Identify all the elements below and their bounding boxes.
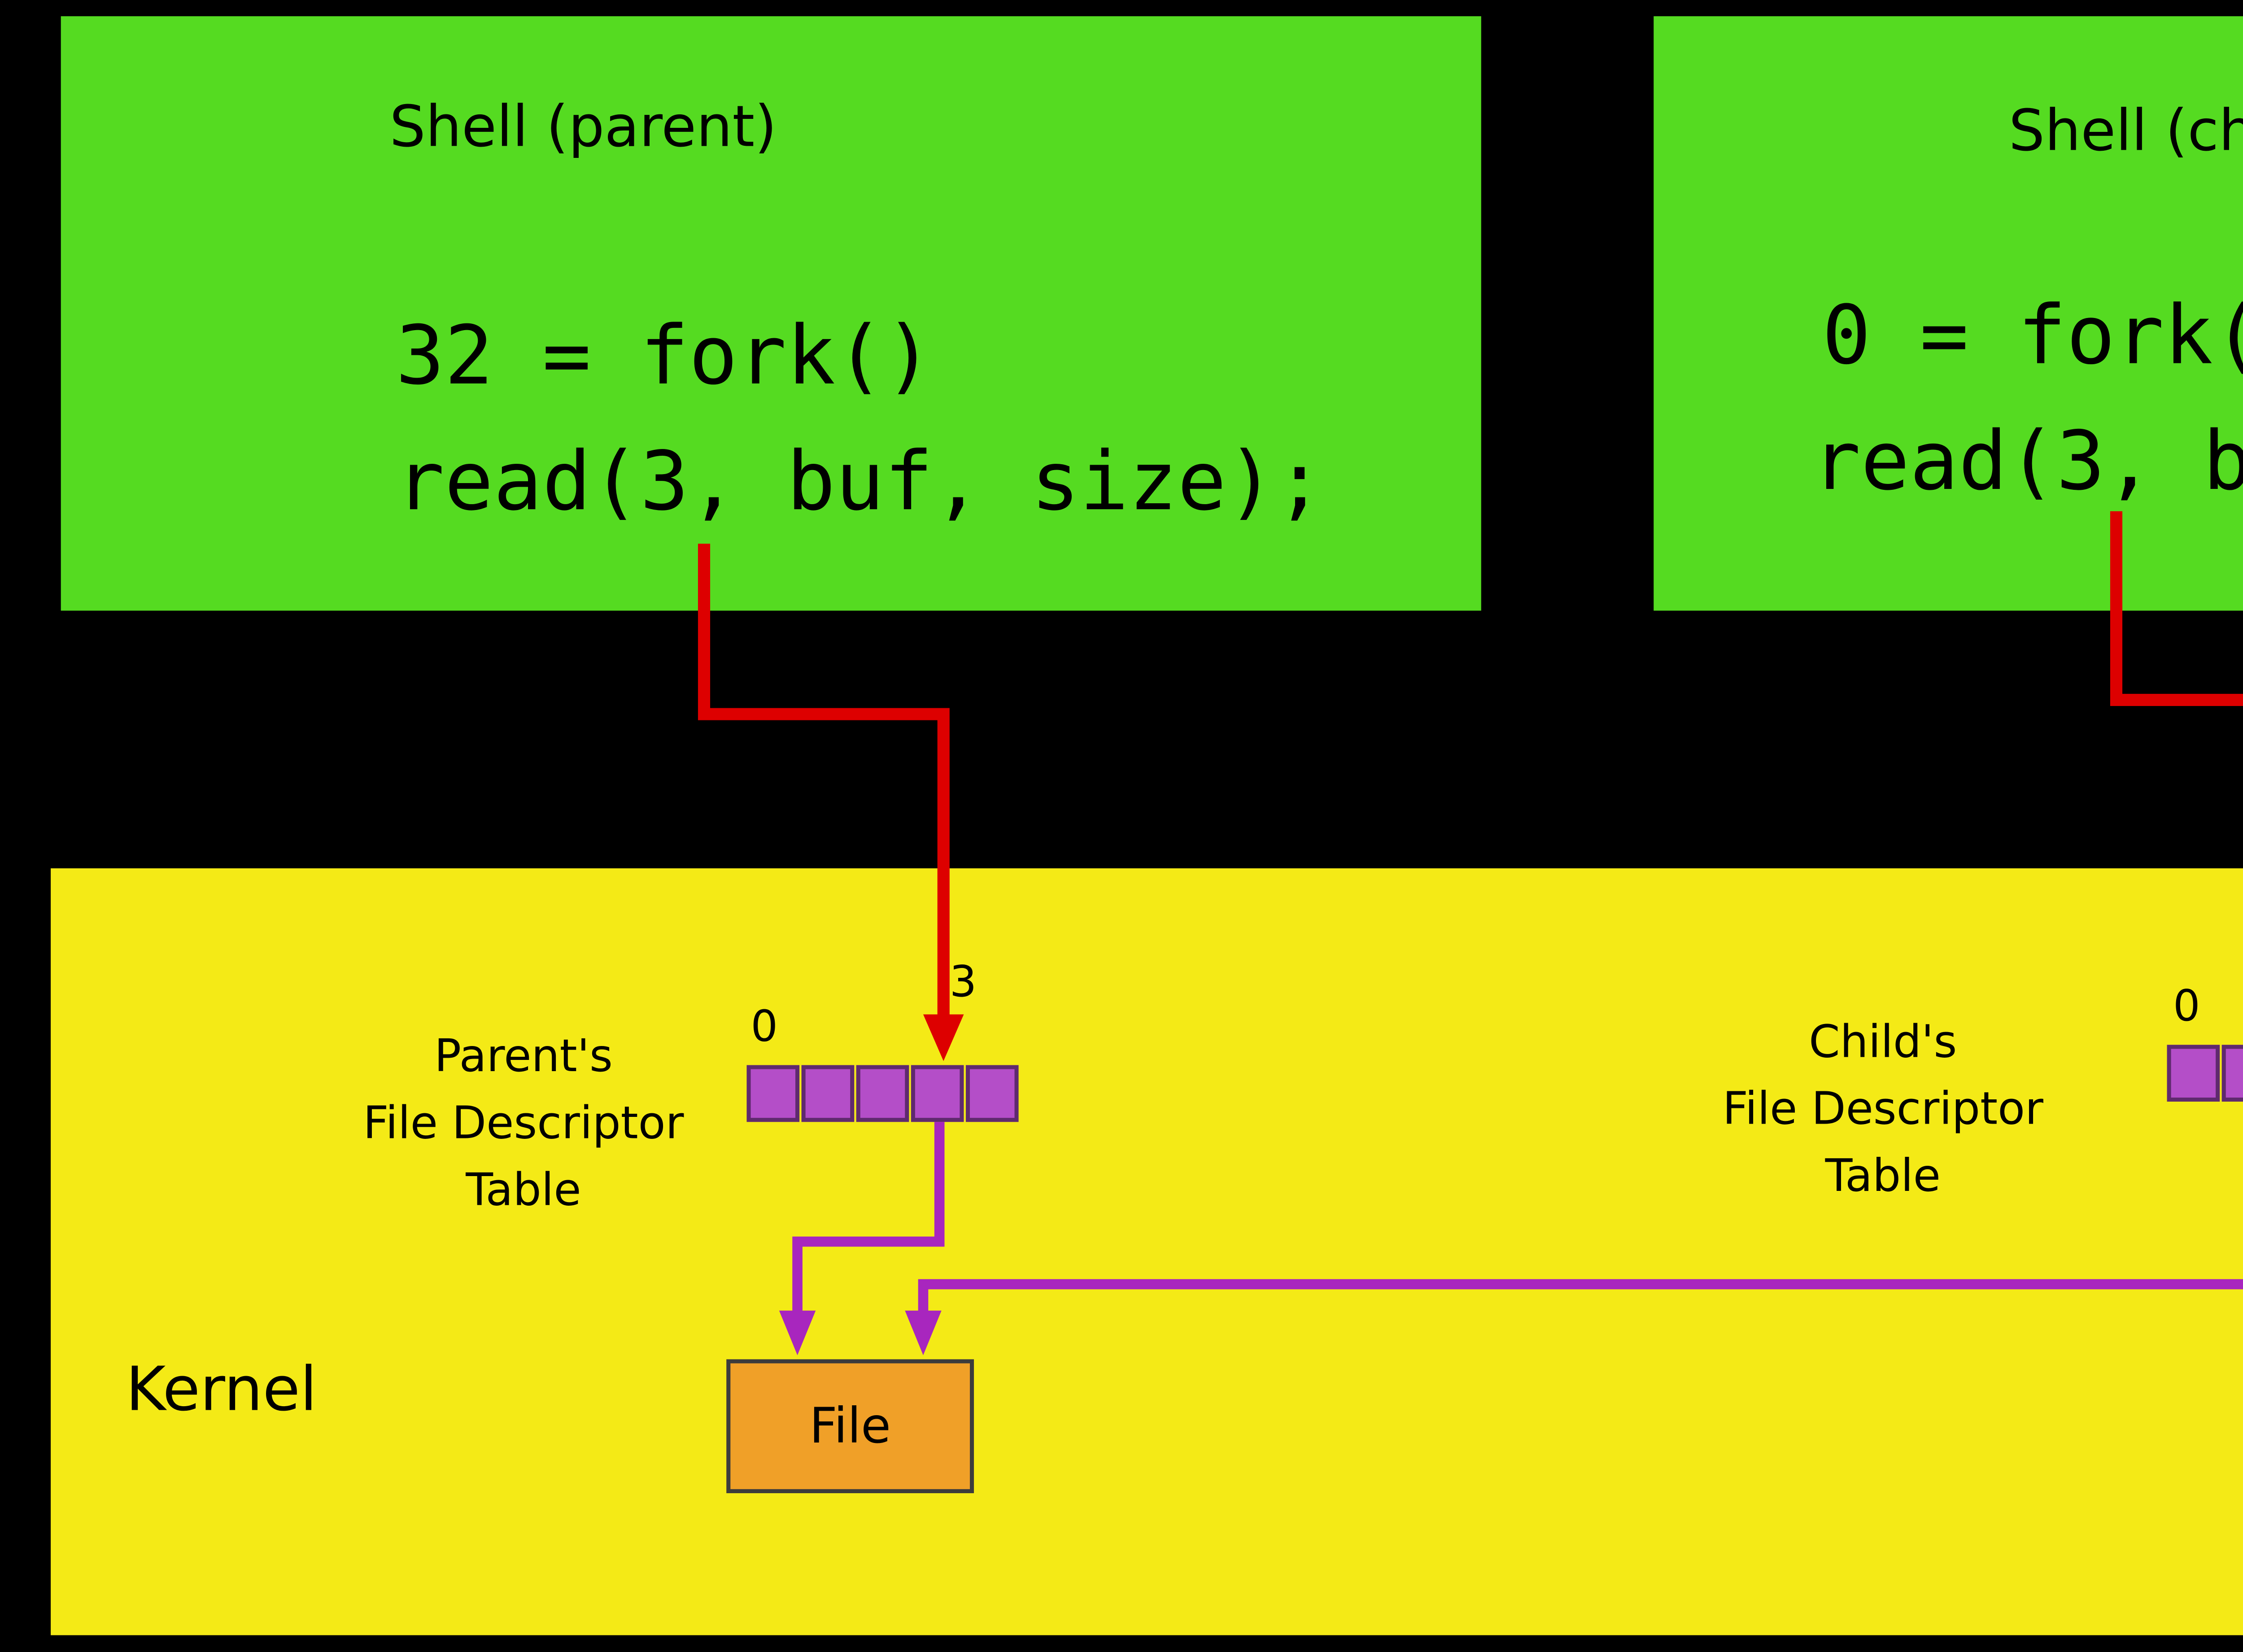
kernel-label: Kernel (126, 1355, 317, 1426)
fd-cell (911, 1065, 964, 1122)
parent-fd-index-3: 3 (949, 957, 977, 1007)
kernel-box: Kernel Parent's File Descriptor Table 0 … (51, 868, 2243, 1635)
parent-fd-table-label: Parent's File Descriptor Table (300, 1024, 746, 1225)
file-box: File (726, 1359, 974, 1493)
fd-cell (746, 1065, 800, 1122)
fd-cell (856, 1065, 909, 1122)
child-shell-title: Shell (child) (2008, 97, 2243, 165)
child-fd-index-0: 0 (2173, 982, 2200, 1031)
child-shell-box: Shell (child) 0 = fork() read(3, buf, si… (1654, 16, 2243, 611)
child-fd-label-line3: Table (1825, 1152, 1941, 1203)
child-fd-table-label: Child's File Descriptor Table (1660, 1010, 2106, 1211)
parent-code-read: read(3, buf, size); (395, 436, 1324, 530)
parent-shell-box: Shell (parent) 32 = fork() read(3, buf, … (61, 16, 1481, 611)
parent-fd-label-line3: Table (466, 1166, 581, 1217)
file-box-label: File (809, 1398, 891, 1455)
parent-fd-index-0: 0 (751, 1002, 778, 1051)
child-fd-label-line1: Child's (1809, 1018, 1957, 1069)
parent-fd-label-line2: File Descriptor (363, 1099, 684, 1151)
child-fd-table-cells (2167, 1045, 2243, 1102)
fd-cell (965, 1065, 1019, 1122)
fd-cell (2167, 1045, 2220, 1102)
parent-fd-label-line1: Parent's (434, 1033, 613, 1084)
child-code-read: read(3, buf, size); (1812, 416, 2243, 510)
fd-cell (801, 1065, 855, 1122)
fd-cell (2221, 1045, 2243, 1102)
parent-fd-table-cells (746, 1065, 1019, 1122)
parent-code-fork: 32 = fork() (395, 310, 934, 404)
child-code-fork: 0 = fork() (1822, 290, 2243, 384)
parent-shell-title: Shell (parent) (389, 93, 777, 161)
child-fd-label-line2: File Descriptor (1722, 1085, 2043, 1136)
